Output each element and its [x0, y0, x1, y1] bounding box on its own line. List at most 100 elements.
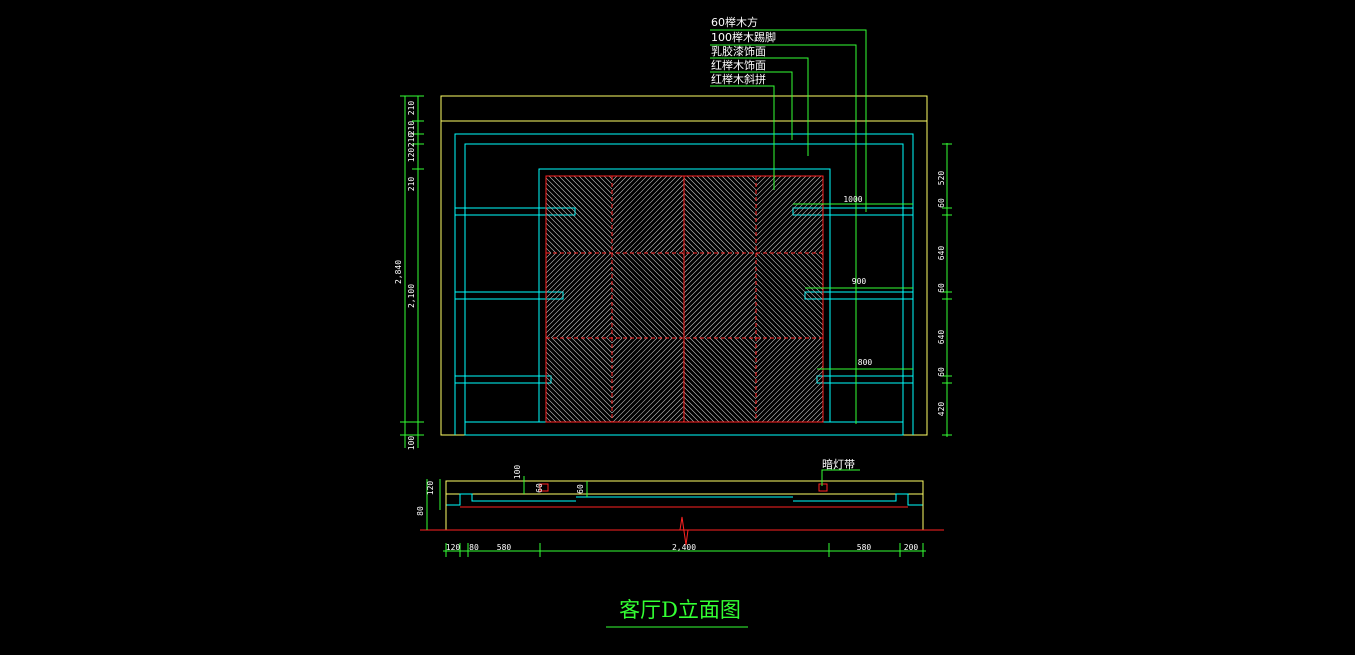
skirting-board — [464, 421, 904, 436]
hatch-line — [785, 252, 823, 291]
hatch-line — [708, 290, 757, 339]
hatch-line — [611, 337, 683, 409]
hatch-line — [611, 176, 633, 197]
hatch-line — [611, 277, 673, 339]
hatch-line — [755, 332, 762, 339]
hatch-line — [683, 217, 720, 254]
hatch-line — [683, 252, 745, 314]
hatch-line — [568, 176, 613, 220]
hatch-line — [546, 411, 557, 422]
hatch-line — [683, 207, 730, 254]
dimension-text: 800 — [858, 358, 873, 367]
bottom-dimensions — [443, 543, 926, 557]
hatch-line — [753, 335, 757, 339]
hatch-line — [716, 176, 757, 216]
hatch-line — [756, 355, 823, 422]
hatch-line — [611, 337, 678, 404]
hatch-line — [575, 301, 613, 339]
dimension-text: 210 — [407, 177, 416, 192]
hatch-line — [755, 176, 802, 222]
hatch-line — [755, 327, 767, 339]
hatch-line — [611, 176, 668, 232]
hatch-line — [546, 187, 612, 254]
dimension-text: 210 — [407, 133, 416, 148]
hatch-line — [611, 307, 643, 339]
hatch-line — [546, 361, 607, 422]
leader-line — [710, 71, 793, 140]
hatch-line — [683, 356, 750, 422]
hatch-line — [659, 228, 685, 254]
hatch-line — [590, 316, 613, 339]
hatch-line — [755, 297, 797, 339]
hatch-line — [733, 315, 757, 339]
hatch-line — [591, 337, 613, 359]
hatch-line — [723, 305, 757, 339]
hatch-line — [801, 400, 823, 422]
hatch-line — [768, 198, 823, 254]
hatch-line — [644, 213, 685, 254]
hatch-line — [755, 183, 823, 252]
hatch-line — [683, 252, 740, 309]
hatch-line — [683, 252, 725, 294]
hatch-line — [743, 325, 757, 339]
hatch-line — [683, 237, 700, 254]
hatch-line — [546, 252, 572, 279]
callout-label: 乳胶漆饰面 — [711, 44, 766, 58]
panel-red-grid — [545, 175, 824, 423]
hatch-line — [738, 320, 757, 339]
hatch-line — [652, 390, 685, 422]
hatch-line — [639, 208, 685, 254]
hatch-line — [546, 227, 572, 254]
hatch-line — [619, 188, 685, 254]
hatch-line — [815, 252, 823, 261]
hatch-line — [611, 178, 685, 252]
hatch-line — [755, 287, 807, 339]
hatch-line — [611, 345, 685, 419]
hatch-line — [611, 176, 643, 207]
hatch-line — [565, 291, 613, 339]
leader-line — [710, 44, 857, 424]
hatch-line — [551, 337, 613, 399]
hatch-line — [550, 276, 613, 339]
hatch-line — [683, 376, 730, 422]
hatch-line — [546, 222, 577, 254]
hatch-line — [611, 176, 623, 187]
hatch-line — [713, 295, 757, 339]
outer-frame — [454, 133, 914, 435]
hatch-line — [683, 247, 690, 254]
hatch-line — [611, 176, 683, 247]
shelf-left-mid — [454, 291, 564, 300]
callout-label: 100榉木踢脚 — [711, 30, 776, 44]
shelf-right-mid — [804, 291, 914, 300]
hatch-line — [683, 401, 705, 422]
hatch-line — [755, 345, 823, 414]
hatch-line — [600, 326, 613, 339]
hatch-line — [546, 212, 587, 254]
hatch-line — [636, 252, 685, 301]
hatch-line — [605, 331, 613, 339]
hatch-line — [546, 252, 602, 309]
hatch-line — [596, 337, 613, 354]
hatch-line — [803, 233, 823, 254]
hatch-line — [683, 252, 700, 269]
hatch-line — [798, 228, 823, 254]
hatch-line — [616, 252, 685, 321]
dimension-text: 60 — [576, 484, 585, 494]
hatch-line — [679, 248, 685, 254]
hatch-line — [758, 188, 823, 254]
shelf-left-low — [454, 375, 552, 384]
hatch-line — [755, 176, 767, 187]
hatch-line — [580, 306, 613, 339]
hatch-line — [806, 405, 823, 422]
hatch-line — [546, 252, 597, 304]
hatch-line — [741, 176, 757, 191]
hatch-line — [755, 337, 812, 394]
dimension-text: 80 — [416, 506, 425, 516]
hatch-line — [683, 252, 750, 319]
dimension-text: 420 — [937, 402, 946, 417]
plan-ceiling-outline — [445, 480, 924, 495]
hatch-line — [763, 193, 823, 254]
hatch-line — [546, 217, 582, 254]
hatch-line — [760, 252, 823, 316]
hatch-line — [546, 202, 597, 254]
